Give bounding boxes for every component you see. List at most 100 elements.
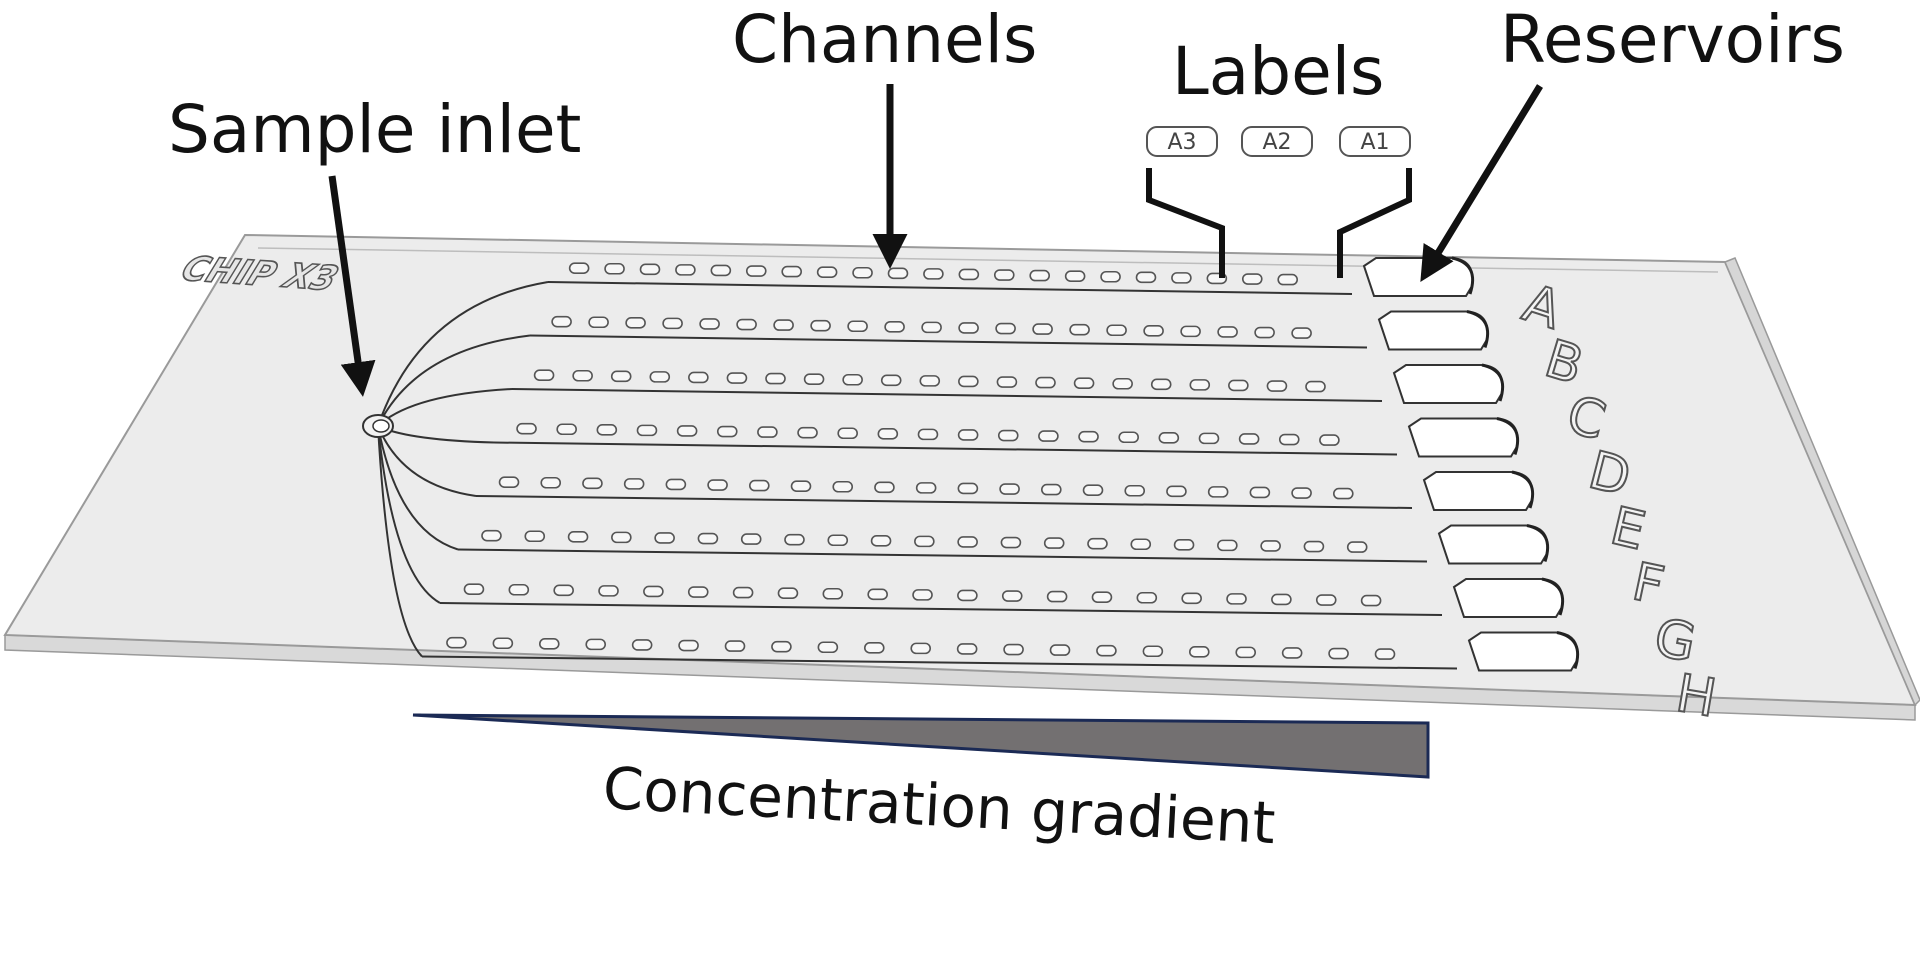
- channel-line-b: [529, 334, 1368, 349]
- reservoir-e: [1422, 471, 1534, 511]
- well: [572, 369, 593, 382]
- well: [716, 425, 738, 438]
- well: [1188, 646, 1210, 658]
- well: [958, 268, 980, 281]
- well: [790, 480, 812, 492]
- well: [1315, 594, 1337, 606]
- reservoir-rim-f: [1526, 524, 1550, 562]
- well: [956, 643, 978, 655]
- well: [1360, 594, 1382, 607]
- well: [880, 374, 902, 387]
- chip-rim: [257, 247, 1719, 273]
- well: [1142, 645, 1164, 658]
- well: [1241, 273, 1263, 285]
- well: [1143, 325, 1164, 337]
- well: [582, 477, 603, 490]
- well: [492, 637, 514, 650]
- reservoir-rim-g: [1541, 577, 1565, 616]
- fan-line-g: [377, 425, 441, 604]
- well: [1041, 483, 1062, 496]
- concentration-gradient-label: Concentration gradient: [601, 754, 1277, 857]
- well: [1207, 486, 1229, 498]
- well: [649, 371, 671, 383]
- well: [958, 375, 979, 388]
- row-letter-h: H: [1672, 664, 1721, 730]
- labels-callout: Labels: [1172, 33, 1384, 110]
- well: [588, 316, 609, 329]
- svg-text:A3: A3: [1167, 130, 1196, 155]
- well: [1096, 644, 1117, 657]
- reservoir-h: [1467, 631, 1579, 672]
- well: [1046, 590, 1068, 603]
- well: [1235, 646, 1257, 659]
- well: [610, 370, 632, 383]
- channel-line-a: [547, 281, 1353, 295]
- well: [596, 424, 618, 436]
- well: [675, 264, 696, 276]
- concentration-gradient-wedge: [412, 713, 1430, 779]
- well: [797, 426, 818, 439]
- well: [688, 371, 709, 384]
- well: [957, 429, 979, 441]
- well: [623, 478, 645, 490]
- well: [1173, 539, 1195, 551]
- fan-line-h: [377, 425, 423, 658]
- channel-line-h: [421, 655, 1458, 670]
- fan-line-e: [377, 425, 477, 497]
- reservoir-rim-c: [1481, 363, 1505, 402]
- well: [732, 586, 754, 599]
- well: [707, 479, 728, 491]
- well: [639, 263, 661, 276]
- well-label-pills: A3 A2 A1: [1146, 126, 1411, 157]
- reservoir-rim-b: [1466, 310, 1490, 348]
- row-letter-f: F: [1627, 552, 1669, 617]
- labels-bracket-left: [1146, 168, 1225, 278]
- well: [1130, 538, 1152, 551]
- well: [912, 589, 933, 601]
- well: [1150, 378, 1172, 391]
- well: [1189, 379, 1211, 391]
- well: [995, 322, 1016, 335]
- well: [773, 319, 794, 331]
- reservoir-rim-h: [1556, 631, 1580, 669]
- well: [874, 481, 895, 494]
- well: [481, 529, 502, 542]
- well: [736, 318, 757, 331]
- well: [1291, 487, 1312, 499]
- well: [863, 642, 885, 654]
- well: [676, 425, 698, 437]
- well: [568, 262, 590, 274]
- well: [1328, 647, 1349, 660]
- well: [1087, 537, 1108, 550]
- well: [1073, 377, 1095, 389]
- well-label-a1: A1: [1339, 126, 1411, 157]
- well: [832, 480, 854, 493]
- well: [1032, 323, 1053, 335]
- well: [887, 267, 909, 280]
- chip-right-edge: [1724, 257, 1920, 707]
- well: [771, 640, 792, 653]
- well: [1181, 592, 1202, 605]
- fan-line-f: [377, 425, 459, 551]
- well: [1135, 271, 1157, 284]
- well: [1091, 591, 1113, 603]
- well: [604, 262, 625, 275]
- well: [1049, 644, 1071, 656]
- well: [914, 535, 935, 548]
- well: [687, 586, 709, 598]
- well: [921, 321, 942, 334]
- well: [1249, 486, 1271, 499]
- well: [870, 535, 892, 547]
- channel-line-f: [457, 548, 1428, 563]
- well: [781, 265, 803, 278]
- well: [625, 317, 646, 329]
- channel-line-c: [511, 388, 1383, 402]
- well: [1124, 484, 1146, 497]
- well-label-a2: A2: [1241, 126, 1313, 157]
- well: [816, 266, 838, 278]
- well: [631, 639, 653, 651]
- well: [837, 427, 858, 440]
- well: [957, 589, 978, 602]
- well: [1217, 539, 1238, 552]
- well: [598, 585, 619, 597]
